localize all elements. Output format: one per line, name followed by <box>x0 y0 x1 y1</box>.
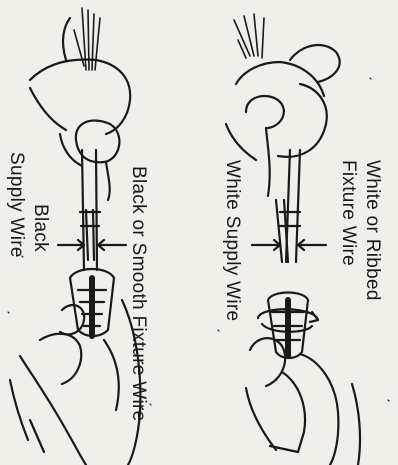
label-left-fixture-wire: Black or Smooth Fixture Wire <box>128 166 149 421</box>
right-stripped-strands <box>234 14 264 58</box>
right-gap-arrows <box>252 240 326 250</box>
label-right-fixture-line1: White or Ribbed <box>362 160 383 301</box>
left-lower-hand <box>10 300 140 465</box>
left-wire-nut <box>70 269 114 336</box>
right-upper-hand <box>226 45 340 196</box>
right-wire-nut <box>268 293 308 359</box>
label-right-fixture-line2: Fixture Wire <box>338 160 359 266</box>
left-gap-arrows <box>58 240 126 250</box>
left-wires <box>80 150 100 270</box>
left-upper-hand <box>30 18 130 200</box>
right-lower-hand <box>246 338 360 465</box>
label-right-supply-wire: White Supply Wire <box>222 160 243 321</box>
label-left-supply-wire: Supply Wire <box>6 152 27 258</box>
label-left-supply-black: Black <box>30 204 51 252</box>
